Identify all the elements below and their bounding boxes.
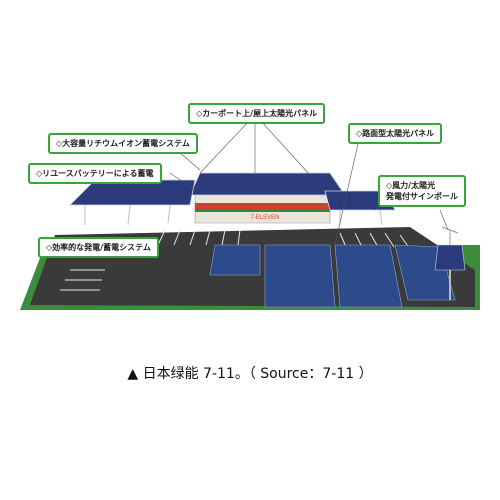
parking-lines <box>60 229 411 291</box>
carport-solar-panels-right <box>324 190 396 211</box>
callout-reuse-battery: ◇リユースバッテリーによる蓄電 <box>28 163 162 184</box>
callout-lithium-storage: ◇大容量リチウムイオン蓄電システム <box>48 133 198 154</box>
callout-text-line2: 発電付サインポール <box>386 192 458 201</box>
rooftop-solar-panels <box>189 172 346 196</box>
callout-carport-rooftop-solar: ◇カーポート上/屋上太陽光パネル <box>188 103 326 124</box>
carport-solar-panels-left <box>69 179 196 206</box>
callout-road-solar: ◇路面型太陽光パネル <box>348 123 443 144</box>
carport-posts <box>84 204 383 226</box>
wind-solar-sign-pole <box>434 226 466 300</box>
callout-text: ◇カーポート上/屋上太陽光パネル <box>196 109 318 118</box>
solar-store-illustration: 7-ELEVEN <box>10 95 490 320</box>
convenience-store-building: 7-ELEVEN <box>194 194 331 224</box>
callout-text: ◇リユースバッテリーによる蓄電 <box>36 169 154 178</box>
callout-wind-solar-pole: ◇風力/太陽光 発電付サインポール <box>378 175 466 207</box>
callout-text-line1: ◇風力/太陽光 <box>386 181 436 190</box>
figure-caption: ▲ 日本绿能 7-11。（ Source：7-11 ） <box>127 366 373 382</box>
callout-efficient-system: ◇効率的な発電/蓄電システム <box>38 237 159 258</box>
callout-text: ◇大容量リチウムイオン蓄電システム <box>56 139 190 148</box>
callout-text: ◇効率的な発電/蓄電システム <box>46 243 151 252</box>
callout-text: ◇路面型太陽光パネル <box>356 129 435 138</box>
store-sign-text: 7-ELEVEN <box>250 215 279 221</box>
